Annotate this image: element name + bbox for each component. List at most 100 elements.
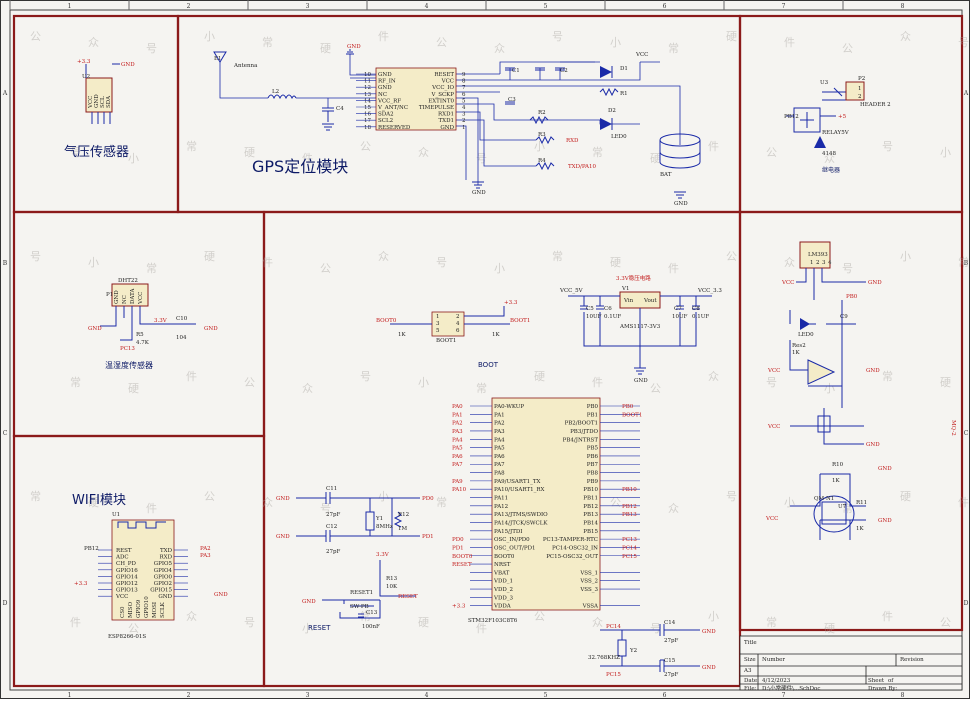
- rxd-net: RXD: [566, 138, 579, 144]
- mq2-pin-num: 4: [828, 260, 832, 266]
- osc-pd1: PD1: [422, 534, 434, 540]
- gps-right-pin-num: 4: [462, 105, 466, 111]
- watermark-char: 小: [784, 496, 795, 509]
- mq2-sensor2: U7: [838, 504, 847, 510]
- mq2-module: LM393: [808, 252, 828, 258]
- c15-label: C15: [664, 658, 676, 664]
- ruler-col-label: 1: [68, 3, 72, 10]
- mcu-left-net: PA1: [452, 412, 463, 418]
- relay-diode: 4148: [822, 151, 836, 157]
- mcu-left-net: PA6: [452, 454, 463, 460]
- title-block-number-label: Number: [762, 657, 785, 663]
- ruler-col-label: 5: [544, 3, 548, 10]
- mcu-left-net: PA10: [452, 487, 467, 493]
- watermark-char: 件: [784, 36, 795, 49]
- gps-right-pin-num: 7: [462, 85, 466, 91]
- mcu-right-pin: PC14-OSC32_IN: [552, 545, 598, 551]
- title-block-size-label: Size: [744, 657, 756, 663]
- mcu-left-pin: VDD_2: [493, 587, 513, 593]
- pressure-sensor: [85, 63, 120, 124]
- watermark-char: 公: [534, 610, 545, 623]
- mq2-module-frame: [738, 210, 964, 632]
- boot0-net: BOOT0: [376, 318, 397, 324]
- ruler-col-label-bottom: 1: [68, 692, 72, 699]
- watermark-char: 硬: [940, 376, 951, 389]
- watermark-char: 小: [128, 152, 139, 165]
- mcu-right-net: BOOT1: [622, 412, 642, 418]
- d1-diode-icon: [600, 66, 613, 78]
- mcu-left-net: PD1: [452, 545, 464, 551]
- relay-u3: U3: [820, 80, 829, 86]
- mcu-right-pin: PB11: [583, 496, 598, 502]
- mcu-left-net: PA2: [452, 421, 463, 427]
- reset-gnd: GND: [302, 599, 316, 605]
- gps-left-pin-num: 12: [364, 85, 371, 91]
- watermark-char: 号: [766, 376, 777, 389]
- watermark-char: 常: [262, 36, 273, 49]
- boot-plus33: +3.3: [504, 300, 518, 306]
- ldo-gnd: GND: [634, 378, 648, 384]
- boot-pin-num: 2: [456, 314, 460, 320]
- c3-label: C3: [508, 97, 516, 103]
- c14-label: C14: [664, 620, 676, 626]
- watermark-char: 件: [378, 30, 389, 43]
- mcu-left-pin: VBAT: [493, 570, 510, 576]
- mcu-right-net: PC15: [622, 554, 637, 560]
- title-block-sheet-label: Sheet: [868, 678, 885, 684]
- watermark-char: 常: [30, 490, 41, 503]
- boot-switch: [390, 306, 510, 337]
- mcu-left-pin: PA12: [494, 504, 508, 510]
- watermark-char: 常: [842, 502, 853, 515]
- mq2-vcc-top: VCC: [781, 280, 794, 286]
- pressure-power-label: +3.3: [77, 59, 91, 65]
- mcu-left-pin: PA2: [494, 421, 505, 427]
- watermark-char: 常: [146, 262, 157, 275]
- relay-symbol: [786, 81, 865, 133]
- rtc-pc14: PC14: [606, 624, 621, 630]
- mcu-left-net: PA0: [452, 404, 463, 410]
- ruler-col-label-bottom: 5: [544, 692, 548, 699]
- gps-left-pin-num: 11: [364, 79, 371, 85]
- mcu-right-pin: PB2/BOOT1: [565, 421, 598, 427]
- gps-gnd-bottom: GND: [472, 190, 486, 196]
- watermark-char: 众: [418, 146, 429, 159]
- ruler-row-label-right: C: [964, 430, 969, 437]
- dht22-chip: [100, 283, 196, 341]
- mq2-r11-val: 1K: [856, 526, 864, 532]
- gps-left-pin-num: 10: [364, 72, 371, 78]
- mcu-left-pin: PA4: [494, 437, 505, 443]
- ruler-col-label-bottom: 8: [901, 692, 905, 699]
- watermark-char: 号: [360, 370, 371, 383]
- mcu-left-pin: PA3: [494, 429, 505, 435]
- watermark-char: 公: [436, 36, 447, 49]
- reset-wiring: [322, 560, 416, 619]
- gps-left-pin: RESERVED: [378, 125, 411, 131]
- r1-label: R1: [620, 91, 628, 97]
- led0-icon: [600, 118, 613, 130]
- reset-net: RESET: [398, 594, 418, 600]
- pressure-gnd: GND: [121, 62, 135, 68]
- watermark-char: 公: [244, 376, 255, 389]
- ruler-col-label: 8: [901, 3, 905, 10]
- watermark-char: 号: [476, 152, 487, 165]
- mcu-right-pin: PB7: [587, 462, 599, 468]
- humidity-module-title: 温湿度传感器: [105, 360, 153, 370]
- y1-label: Y1: [375, 516, 383, 522]
- mcu-right-net: PB10: [622, 487, 637, 493]
- ldo-vcc5: VCC_5V: [559, 288, 584, 294]
- pressure-pin-label: SDA: [106, 95, 112, 108]
- title-block-date: 4/12/2023: [762, 678, 791, 684]
- ruler-row-label-right: D: [964, 600, 969, 607]
- mcu-right-pin: PB5: [587, 446, 599, 452]
- watermark-char: 常: [668, 42, 679, 55]
- watermark-char: 公: [940, 616, 951, 629]
- watermark-char: 件: [958, 496, 969, 509]
- watermark-char: 众: [494, 42, 505, 55]
- boot1-net: BOOT1: [510, 318, 530, 324]
- txd-net: TXD/PA10: [568, 164, 597, 170]
- c12-label: C12: [326, 524, 337, 530]
- esp-left-pin: ADC: [115, 555, 129, 561]
- watermark-char: 常: [882, 370, 893, 383]
